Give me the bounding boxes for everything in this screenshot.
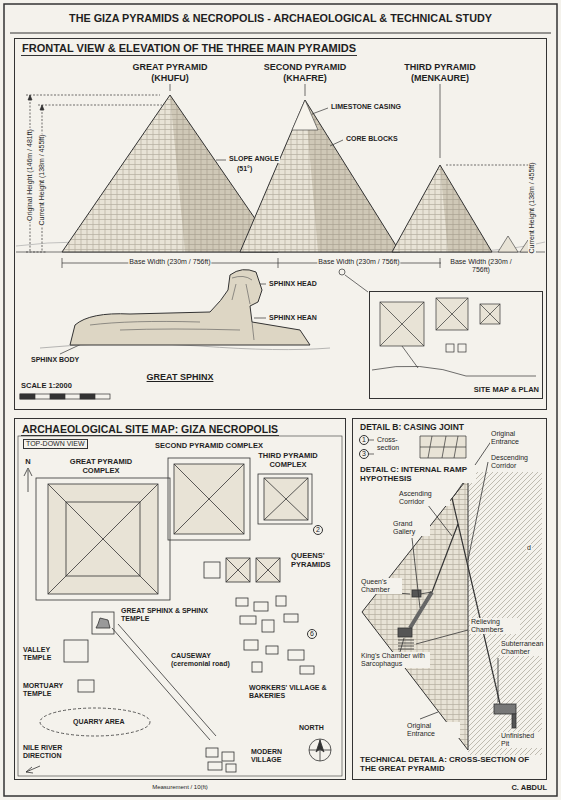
- callout-number: 3: [359, 449, 369, 459]
- annotation-label: Ascending Corridor: [398, 490, 450, 506]
- annotation-label: Subterranean Chamber: [500, 640, 546, 656]
- annotation-label: Measurement / 10(ft): [151, 784, 209, 791]
- annotation-label: CAUSEWAY (ceremonial road): [170, 652, 244, 668]
- panel-box: FRONTAL VIEW & ELEVATION OF THE THREE MA…: [14, 38, 547, 410]
- dimension-label: Current Height (138m / 455ft): [38, 133, 46, 226]
- panel-heading: DETAIL B: CASING JOINT: [359, 423, 465, 433]
- annotation-label: GREAT SPHINX: [146, 372, 215, 382]
- annotation-label: (KHAFRE): [282, 73, 328, 83]
- panel-heading: SITE MAP & PLAN: [374, 386, 540, 395]
- annotation-label: SECOND PYRAMID COMPLEX: [154, 442, 264, 451]
- annotation-label: (KHUFU): [150, 73, 190, 83]
- annotation-label: QUEENS' PYRAMIDS: [290, 552, 340, 569]
- annotation-label: (51°): [236, 165, 253, 173]
- annotation-label: GREAT PYRAMID: [132, 62, 209, 72]
- annotation-label: NILE RIVER DIRECTION: [22, 744, 82, 760]
- annotation-label: NORTH: [298, 724, 325, 732]
- panel-heading: TOP-DOWN VIEW: [23, 439, 88, 449]
- annotation-label: THIRD PYRAMID: [403, 62, 477, 72]
- annotation-label: Descending Corridor: [490, 454, 544, 470]
- page-title: THE GIZA PYRAMIDS & NECROPOLIS - ARCHAEO…: [0, 12, 561, 24]
- annotation-label: SECOND PYRAMID: [263, 62, 348, 72]
- annotation-label: Base Width (230m / 756ft): [317, 258, 400, 266]
- annotation-label: MODERN VILLAGE: [250, 748, 300, 764]
- panel-heading: TECHNICAL DETAIL A: CROSS-SECTION OF THE…: [359, 755, 544, 773]
- annotation-label: LIMESTONE CASING: [330, 103, 402, 111]
- annotation-label: SPHINX HEAN: [268, 314, 318, 322]
- annotation-label: Original Entrance: [490, 430, 544, 446]
- annotation-label: CORE BLOCKS: [345, 135, 399, 143]
- annotation-label: Base Width (230m / 756ft): [128, 258, 211, 266]
- callout-number: 1: [359, 435, 369, 445]
- annotation-label: GREAT SPHINX & SPHINX TEMPLE: [120, 607, 222, 623]
- annotation-label: SPHINX BODY: [30, 356, 80, 364]
- annotation-label: Original Entrance: [406, 722, 460, 738]
- annotation-label: QUARRY AREA: [72, 718, 125, 726]
- annotation-label: (MENKAURE): [410, 73, 470, 83]
- annotation-label: d: [526, 544, 532, 552]
- annotation-label: Grand Gallery: [392, 520, 430, 536]
- dimension-label: Original Height (146m / 481ft): [26, 128, 34, 222]
- panel-heading: DETAIL C: INTERNAL RAMP HYPOTHESIS: [359, 465, 476, 483]
- inset-map-box: SITE MAP & PLAN: [369, 291, 543, 399]
- panel-heading: FRONTAL VIEW & ELEVATION OF THE THREE MA…: [21, 42, 357, 56]
- panel-heading: ARCHAEOLOGICAL SITE MAP: GIZA NECROPOLIS: [21, 423, 279, 436]
- annotation-label: WORKERS' VILLAGE & BAKERIES: [248, 684, 330, 700]
- annotation-label: MORTUARY TEMPLE: [22, 682, 76, 698]
- annotation-label: Unfinished Pit: [500, 732, 542, 748]
- annotation-label: Queen's Chamber: [360, 578, 402, 594]
- annotation-label: N: [24, 458, 31, 467]
- annotation-label: Base Width (230m / 756ft): [441, 258, 521, 274]
- annotation-label: SCALE 1:2000: [20, 382, 73, 391]
- annotation-label: King's Chamber with Sarcophagus: [360, 652, 430, 668]
- callout-number: 2: [313, 525, 323, 535]
- annotation-label: VALLEY TEMPLE: [22, 646, 62, 662]
- annotation-label: Relieving Chambers: [470, 618, 520, 634]
- annotation-label: THIRD PYRAMID COMPLEX: [255, 452, 321, 469]
- annotation-label: SPHINX HEAD: [268, 280, 318, 288]
- annotation-label: GREAT PYRAMID COMPLEX: [60, 458, 142, 475]
- callout-number: 6: [307, 629, 317, 639]
- dimension-label: Current Height (138m / 455ft): [528, 161, 536, 254]
- annotation-label: Cross-section: [376, 436, 416, 452]
- annotation-label: C. ABDUL: [510, 784, 548, 793]
- annotation-label: SLOPE ANGLE: [228, 155, 280, 163]
